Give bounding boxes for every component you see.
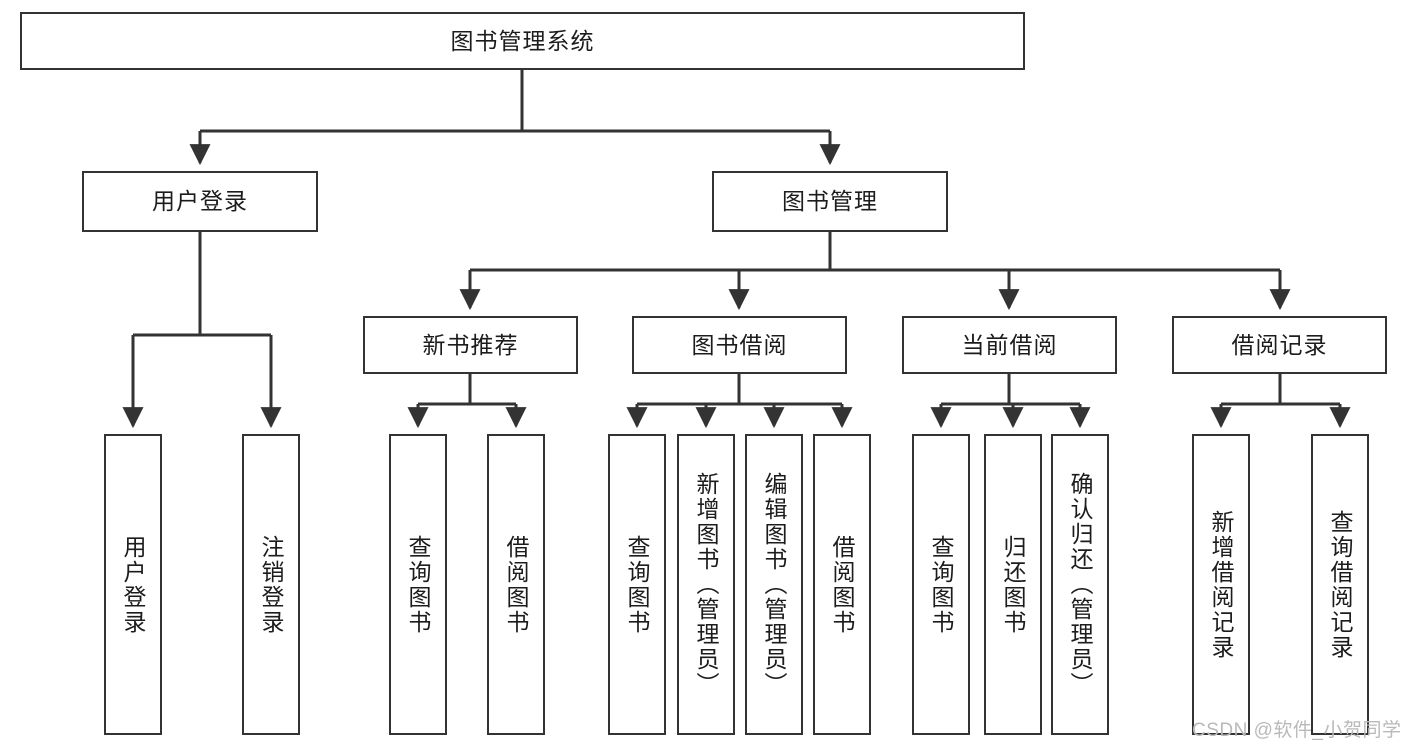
node-root-label: 图书管理系统 <box>450 27 595 54</box>
node-leaf-query-book-borrow[interactable]: 查询图书 <box>608 434 666 735</box>
node-book-borrow-label: 图书借阅 <box>691 331 788 358</box>
node-leaf-user-login[interactable]: 用户登录 <box>104 434 162 735</box>
node-leaf-edit-book-admin[interactable]: 编辑图书（管理员） <box>745 434 803 735</box>
node-leaf-query-book-borrow-label: 查询图书 <box>624 534 651 635</box>
node-leaf-add-book-admin-label: 新增图书（管理员） <box>693 472 720 697</box>
csdn-watermark: CSDN @软件_小贺同学 <box>1192 720 1402 741</box>
node-leaf-confirm-return-admin[interactable]: 确认归还（管理员） <box>1051 434 1109 735</box>
node-leaf-query-borrow-record-label: 查询借阅记录 <box>1327 509 1354 660</box>
node-current-borrow-label: 当前借阅 <box>961 331 1058 358</box>
node-new-book-recommend[interactable]: 新书推荐 <box>363 316 578 374</box>
node-leaf-add-borrow-record[interactable]: 新增借阅记录 <box>1192 434 1250 735</box>
node-leaf-query-book-recommend[interactable]: 查询图书 <box>389 434 447 735</box>
node-current-borrow[interactable]: 当前借阅 <box>902 316 1117 374</box>
node-leaf-user-login-label: 用户登录 <box>120 534 147 635</box>
node-leaf-borrow-book-label: 借阅图书 <box>829 534 856 635</box>
node-leaf-query-borrow-record[interactable]: 查询借阅记录 <box>1311 434 1369 735</box>
node-leaf-query-book-current-label: 查询图书 <box>928 534 955 635</box>
node-user-login-label: 用户登录 <box>152 188 248 214</box>
node-leaf-query-book-recommend-label: 查询图书 <box>405 534 432 635</box>
node-leaf-query-book-current[interactable]: 查询图书 <box>912 434 970 735</box>
node-user-login[interactable]: 用户登录 <box>82 171 318 232</box>
node-leaf-add-borrow-record-label: 新增借阅记录 <box>1208 509 1235 660</box>
node-leaf-logout-login-label: 注销登录 <box>258 534 285 635</box>
node-leaf-borrow-book[interactable]: 借阅图书 <box>813 434 871 735</box>
node-book-borrow[interactable]: 图书借阅 <box>632 316 847 374</box>
node-borrow-record-label: 借阅记录 <box>1231 331 1328 358</box>
node-leaf-confirm-return-admin-label: 确认归还（管理员） <box>1067 472 1094 697</box>
node-borrow-record[interactable]: 借阅记录 <box>1172 316 1387 374</box>
node-leaf-logout-login[interactable]: 注销登录 <box>242 434 300 735</box>
node-leaf-return-book[interactable]: 归还图书 <box>984 434 1042 735</box>
node-leaf-edit-book-admin-label: 编辑图书（管理员） <box>761 472 788 697</box>
node-book-management-label: 图书管理 <box>782 188 878 214</box>
node-leaf-add-book-admin[interactable]: 新增图书（管理员） <box>677 434 735 735</box>
node-leaf-return-book-label: 归还图书 <box>1000 534 1027 635</box>
node-leaf-borrow-book-recommend-label: 借阅图书 <box>503 534 530 635</box>
node-book-management[interactable]: 图书管理 <box>712 171 948 232</box>
node-root[interactable]: 图书管理系统 <box>20 12 1025 70</box>
node-leaf-borrow-book-recommend[interactable]: 借阅图书 <box>487 434 545 735</box>
node-new-book-recommend-label: 新书推荐 <box>422 331 519 358</box>
